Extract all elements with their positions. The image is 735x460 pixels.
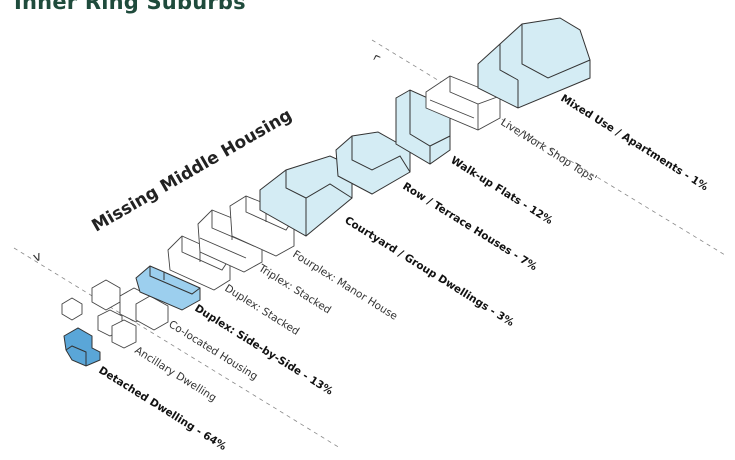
building-co-located-housing bbox=[91, 279, 169, 331]
guide-line-right bbox=[371, 39, 726, 256]
building-duplex-side-by-side bbox=[135, 265, 201, 311]
page-title: Inner Ring Suburbs bbox=[14, 0, 246, 14]
building-duplex-stacked bbox=[167, 235, 231, 291]
building-courtyard-group-dwellings bbox=[259, 155, 353, 237]
label-fourplex-manor-house: Fourplex: Manor House bbox=[290, 248, 399, 322]
building-detached-dwelling bbox=[63, 327, 101, 367]
label-live-work-shop-tops: Live/Work Shop Tops' bbox=[498, 116, 598, 185]
range-end-marker: ^ bbox=[370, 52, 385, 70]
label-mixed-use-apartments: Mixed Use / Apartments - 1% bbox=[558, 92, 710, 193]
label-detached-dwelling: Detached Dwelling - 64% bbox=[96, 364, 228, 453]
building-ancillary-dwelling bbox=[61, 297, 137, 349]
building-row-terrace-houses bbox=[335, 131, 411, 195]
building-mixed-use-apartments bbox=[477, 17, 591, 109]
range-start-marker: v bbox=[31, 249, 44, 266]
